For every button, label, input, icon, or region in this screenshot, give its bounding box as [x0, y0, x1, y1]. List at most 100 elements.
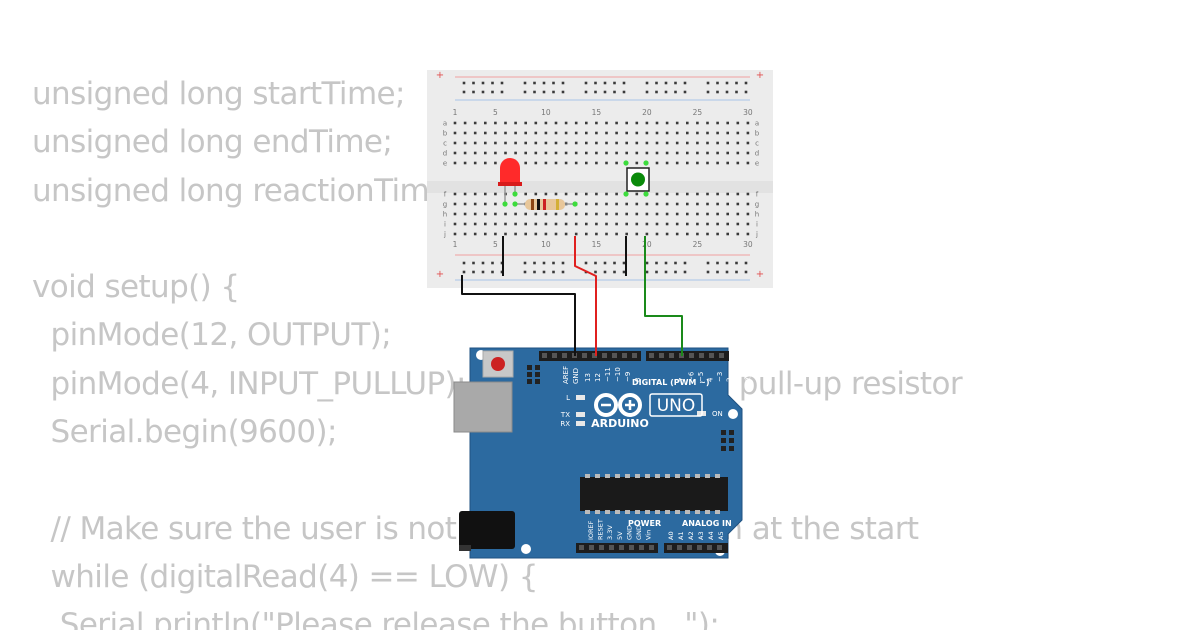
breadboard-hole [696, 141, 699, 145]
pin-label-digital: 7 [678, 378, 686, 382]
breadboard-hole [716, 131, 719, 135]
breadboard-hole [494, 212, 497, 216]
breadboard-hole [473, 232, 477, 236]
header-socket [699, 353, 704, 358]
chip-pin [715, 510, 720, 514]
atmega-chip [580, 477, 728, 511]
breadboard-hole [665, 131, 669, 135]
wire-pin12-red [574, 236, 597, 356]
breadboard-hole [686, 141, 689, 145]
rail-hole [584, 90, 588, 94]
breadboard-hole [574, 232, 578, 236]
breadboard-hole [453, 121, 457, 125]
breadboard-hole [504, 212, 507, 216]
pin-label-aref: AREF [562, 366, 570, 384]
breadboard-hole [655, 192, 659, 196]
header-socket [689, 353, 694, 358]
rail-hole [552, 261, 555, 265]
breadboard-hole [706, 161, 709, 165]
breadboard-hole [706, 222, 709, 226]
breadboard-hole [595, 232, 598, 236]
rail-hole [645, 270, 649, 274]
rail-hole [664, 261, 668, 265]
resistor-band [531, 199, 534, 210]
breadboard-hole [463, 232, 467, 236]
chip-pin [685, 474, 690, 478]
breadboard-hole [484, 212, 487, 216]
chip-pin [635, 510, 640, 514]
rail-hole [744, 81, 748, 85]
breadboard-hole [655, 131, 659, 135]
header-socket [639, 545, 644, 550]
rail-hole [472, 261, 475, 265]
breadboard-hole [524, 141, 527, 145]
breadboard-hole [534, 232, 538, 236]
rail-hole [594, 90, 597, 94]
breadboard-hole [534, 161, 538, 165]
rail-hole [594, 270, 597, 274]
logo-loop [618, 393, 642, 417]
row-letter: f [756, 191, 759, 199]
breadboard-hole [736, 232, 740, 236]
pin-label-digital: ~11 [604, 367, 612, 382]
rail-hole [613, 90, 616, 94]
breadboard-hole [453, 232, 457, 236]
breadboard-hole [746, 212, 750, 216]
breadboard-hole [686, 232, 689, 236]
breadboard-hole [706, 202, 709, 206]
breadboard-hole [665, 121, 669, 125]
breadboard-hole [473, 202, 477, 206]
rail-hole [603, 261, 607, 265]
breadboard-hole [686, 151, 689, 155]
breadboard-hole [595, 192, 598, 196]
rail-hole [645, 261, 649, 265]
breadboard-hole [615, 151, 618, 155]
code-line: unsigned long startTime; [32, 76, 405, 112]
breadboard-hole [504, 151, 507, 155]
column-number: 10 [541, 108, 551, 117]
breadboard-hole [473, 161, 477, 165]
breadboard-hole [645, 232, 649, 236]
row-letter: c [755, 140, 759, 148]
row-letter: a [755, 120, 759, 128]
row-letter: e [755, 160, 759, 168]
rail-hole [613, 270, 616, 274]
rail-hole [552, 90, 555, 94]
status-led-label: L [566, 394, 570, 402]
rail-hole [735, 261, 738, 265]
label-analog-in: ANALOG IN [682, 519, 732, 528]
breadboard-hole [554, 121, 558, 125]
rail-hole [735, 90, 738, 94]
breadboard-hole [585, 222, 588, 226]
connection-dot [623, 191, 629, 197]
breadboard-hole [524, 121, 527, 125]
chip-pin [665, 474, 670, 478]
column-number: 30 [743, 240, 753, 249]
rail-hole [664, 81, 668, 85]
breadboard-hole [675, 192, 679, 196]
header-socket [649, 545, 654, 550]
rail-plus-mark: + [436, 70, 444, 81]
breadboard-hole [736, 131, 740, 135]
icsp-pin [535, 379, 540, 384]
rail-hole [500, 81, 504, 85]
breadboard-hole [494, 151, 497, 155]
rail-hole [462, 90, 466, 94]
breadboard-hole [615, 212, 618, 216]
breadboard-hole [716, 151, 719, 155]
breadboard-hole [595, 161, 598, 165]
breadboard-hole [716, 141, 719, 145]
icsp-pin [527, 365, 532, 370]
rail-hole [561, 90, 565, 94]
breadboard-hole [595, 202, 598, 206]
icsp-pin [535, 372, 540, 377]
column-number: 1 [453, 240, 458, 249]
uno-model-label: UNO [657, 396, 696, 416]
icsp-pin [729, 438, 734, 443]
header-socket [677, 545, 682, 550]
pin-label-analog: A4 [707, 531, 715, 540]
status-led-label: RX [560, 420, 570, 428]
breadboard-hole [696, 192, 699, 196]
rail-hole [622, 270, 626, 274]
breadboard-hole [686, 222, 689, 226]
